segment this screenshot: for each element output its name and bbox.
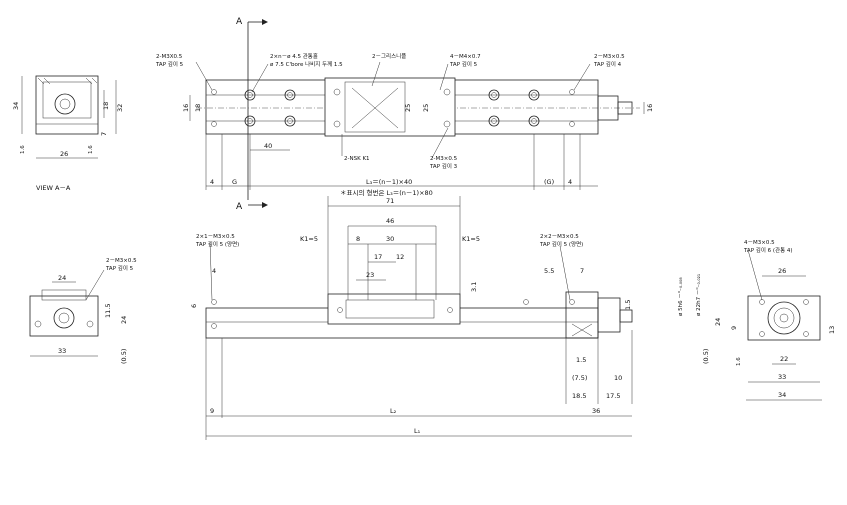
front-note-left: 2×1－M3×0.5 [196,234,235,240]
front-dim-17: 17 [374,253,382,261]
top-dim-4-right: 4 [568,178,572,186]
top-note-right: 2－M3×0.5 [594,54,625,60]
front-dim-17-5: 17.5 [606,392,620,400]
front-dim-3-1: 3.1 [470,282,478,292]
top-note-m3b: TAP 깊이 3 [429,162,458,170]
front-dim-12: 12 [396,253,404,261]
top-note-m4: 4－M4×0.7 [450,54,481,60]
left-dim-11-5: 11.5 [104,304,112,318]
front-note-right2: TAP 깊이 5 (양면) [539,240,583,248]
front-note-right: 2×2－M3×0.5 [540,234,579,240]
section-mark-bottom: A [236,202,268,212]
top-dim-16-left: 16 [182,104,190,112]
front-dim-7: 7 [580,267,584,275]
top-note-right2: TAP 깊이 4 [593,60,622,68]
right-end-view: 4－M3×0.5 TAP 깊이 6 (관통 4) 26 24 9 13 (0.5… [702,240,836,401]
top-note-left2: TAP 깊이 5 [155,60,184,68]
front-dim-23: 23 [366,271,374,279]
front-note-left2: TAP 깊이 5 (양면) [195,240,239,248]
section-letter-top: A [236,17,243,27]
front-view: 71 46 8 30 17 12 23 3.1 K1=5 K1=5 2×1－M3… [190,196,702,440]
top-dim-4-left: 4 [210,178,214,186]
top-note-left: 2-M3X0.5 [156,54,183,60]
left-end-note2: TAP 깊이 5 [105,264,134,272]
front-dim-5-5: 5.5 [544,267,554,275]
dim-26-side: 26 [60,150,68,158]
view-a-a: 34 18 32 7 1.6 1.6 26 VIEW A－A [12,75,124,192]
top-dim-18-left: 18 [194,104,202,112]
right-dim-26: 26 [778,267,786,275]
front-shaft-2: ø 22h7 －⁰₋₀.₀₂₁ [695,274,702,316]
top-dim-16-right: 16 [646,104,654,112]
front-dim-36: 36 [592,407,600,415]
top-note-m4b: TAP 깊이 5 [449,60,478,68]
front-k1-right: K1=5 [462,235,480,243]
top-dim-g2: (G) [544,178,554,186]
right-dim-22: 22 [780,355,788,363]
section-letter-bottom: A [236,202,243,212]
top-note-nsk: 2-NSK K1 [344,156,370,162]
front-dim-6: 6 [190,304,198,308]
front-dim-l2: L₂ [390,407,397,415]
front-dim-1-5: 1.5 [576,356,586,364]
top-dim-25b: 25 [422,104,430,112]
right-dim-0-5: (0.5) [702,349,710,364]
top-dim-l3: L₃＝(n－1)×40 [366,178,412,186]
dim-32: 32 [116,104,124,112]
front-shaft-1: ø 5h6 －⁰₋₀.₀₀₈ [677,277,684,316]
dim-34: 34 [12,102,20,110]
left-end-view: 2－M3×0.5 TAP 깊이 5 24 11.5 24 33 (0.5) [29,258,137,364]
top-note-m3: 2-M3×0.5 [430,156,458,162]
front-dim-18-5: 18.5 [572,392,586,400]
front-dim-46: 46 [386,217,394,225]
top-dim-40: 40 [264,142,272,150]
top-view: 2-M3X0.5 TAP 깊이 5 2×n－ø 4.5 관통홀 ø 7.5 C'… [155,52,654,197]
right-end-note: 4－M3×0.5 [744,240,775,246]
right-dim-34: 34 [778,391,786,399]
dim-1-6-left: 1.6 [20,145,26,154]
front-dim-7-5: (7.5) [572,374,587,382]
left-dim-33: 33 [58,347,66,355]
right-dim-13: 13 [828,326,836,334]
dim-18-side: 18 [102,102,110,110]
top-note-grease: 2－그리스니플 [372,52,406,60]
top-note-holes2: ø 7.5 C'bore 나비지 두께 1.5 [270,60,343,68]
left-dim-0-5: (0.5) [120,349,128,364]
front-dim-8: 8 [356,235,360,243]
front-k1-left: K1=5 [300,235,318,243]
top-note-holes: 2×n－ø 4.5 관통홀 [270,52,318,60]
top-dim-note: ＊표시의 형번은 L₃＝(n－1)×80 [340,188,433,197]
right-dim-33: 33 [778,373,786,381]
top-dim-25a: 25 [404,104,412,112]
left-end-note: 2－M3×0.5 [106,258,137,264]
front-dim-9: 9 [210,407,214,415]
right-dim-24: 24 [714,318,722,326]
front-dim-10: 10 [614,374,622,382]
section-mark-top: A [236,17,268,200]
top-dim-g: G [232,178,237,186]
view-a-a-label: VIEW A－A [36,184,71,192]
front-dim-1-5-right: 1.5 [624,300,632,310]
front-dim-l1: L₁ [414,427,421,435]
dim-7: 7 [100,132,108,136]
right-dim-1-6: 1.6 [736,357,742,366]
left-dim-24-v: 24 [120,316,128,324]
front-dim-71: 71 [386,197,394,205]
left-dim-24: 24 [58,274,66,282]
front-dim-30: 30 [386,235,394,243]
front-dim-4: 4 [212,267,216,275]
right-dim-9: 9 [730,326,738,330]
right-end-note2: TAP 깊이 6 (관통 4) [743,246,793,254]
dim-1-6-right: 1.6 [88,145,94,154]
